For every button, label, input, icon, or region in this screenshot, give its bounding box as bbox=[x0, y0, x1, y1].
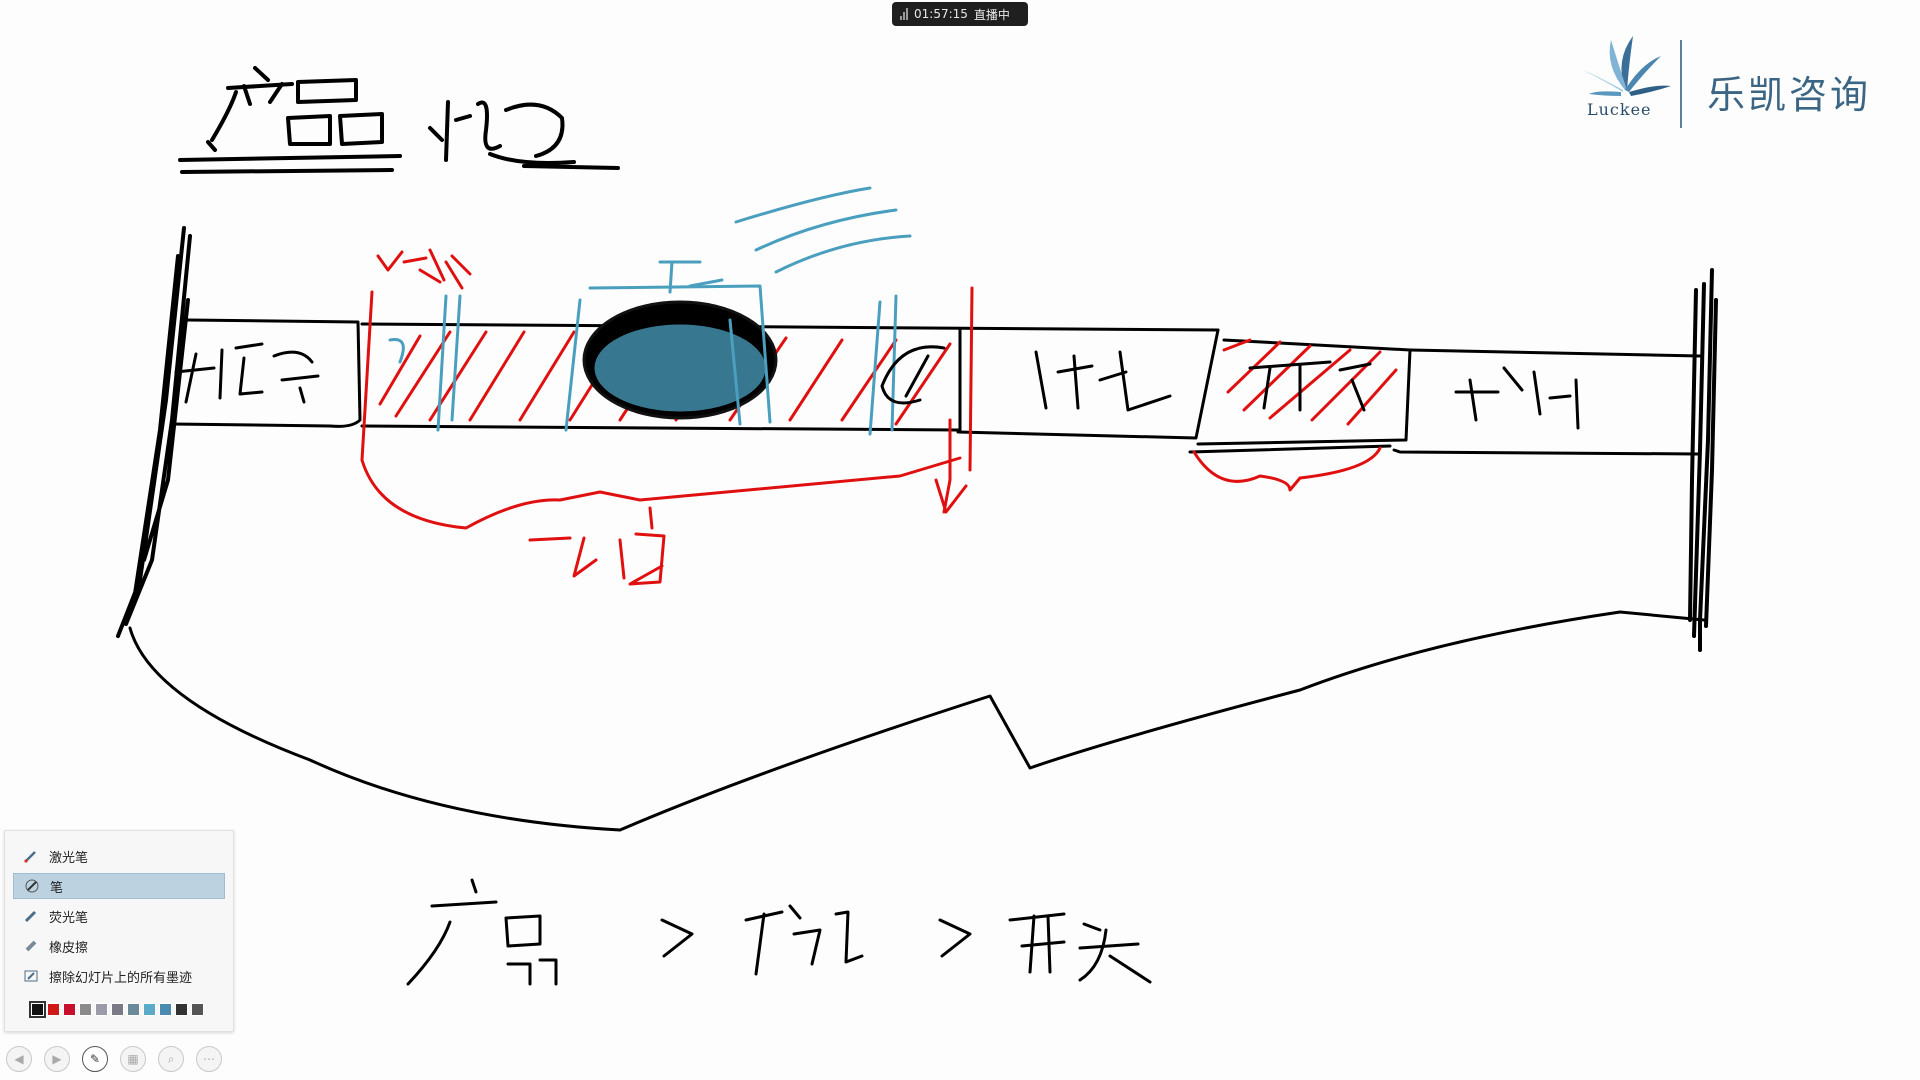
menu-item-label: 橡皮擦 bbox=[49, 940, 89, 956]
menu-item-laser-pointer[interactable]: 激光笔 bbox=[13, 843, 225, 869]
logo-divider bbox=[1680, 40, 1682, 128]
lifecycle-brace bbox=[128, 610, 1706, 832]
logo-chinese-text: 乐凯咨询 bbox=[1707, 73, 1872, 117]
color-swatch[interactable] bbox=[63, 1003, 76, 1016]
lifecycle-bar bbox=[170, 318, 1702, 456]
menu-item-eraser[interactable]: 橡皮擦 bbox=[13, 933, 225, 959]
ink-color-palette bbox=[29, 1001, 204, 1018]
right-boundary-scribble bbox=[1688, 268, 1718, 652]
development-highlight bbox=[388, 186, 912, 436]
menu-item-erase-all-ink[interactable]: 擦除幻灯片上的所有墨迹 bbox=[13, 963, 225, 989]
handwritten-phrase bbox=[406, 878, 1152, 986]
color-swatch[interactable] bbox=[159, 1003, 172, 1016]
erase-all-ink-icon bbox=[23, 968, 39, 984]
menu-item-label: 擦除幻灯片上的所有墨迹 bbox=[49, 970, 193, 986]
color-swatch[interactable] bbox=[175, 1003, 188, 1016]
pen-icon bbox=[24, 878, 40, 894]
color-swatch[interactable] bbox=[29, 1001, 46, 1018]
pen-tool-button[interactable]: ✎ bbox=[82, 1046, 108, 1072]
company-logo: Luckee 乐凯咨询 bbox=[1575, 30, 1875, 130]
next-icon: ▶ bbox=[52, 1052, 62, 1066]
bar-box-labels bbox=[174, 342, 1580, 430]
session-timer: 01:57:15 bbox=[914, 7, 968, 21]
zoom-icon: ⌕ bbox=[167, 1051, 175, 1066]
menu-item-label: 荧光笔 bbox=[49, 910, 89, 926]
milestone-mark bbox=[880, 345, 946, 405]
pen-tool-icon: ✎ bbox=[89, 1052, 101, 1066]
pen-tool-menu: 激光笔 笔 荧光笔 橡皮擦 擦除幻灯片上的所有墨迹 bbox=[4, 830, 234, 1032]
highlighter-icon bbox=[23, 908, 39, 924]
slideshow-controls: ◀ ▶ ✎ ▦ ⌕ ⋯ bbox=[6, 1046, 222, 1072]
color-swatch[interactable] bbox=[95, 1003, 108, 1016]
more-options-icon: ⋯ bbox=[203, 1052, 215, 1066]
color-swatch[interactable] bbox=[111, 1003, 124, 1016]
laser-pointer-icon bbox=[23, 848, 39, 864]
more-options-button[interactable]: ⋯ bbox=[196, 1046, 222, 1072]
color-swatch[interactable] bbox=[191, 1003, 204, 1016]
slides-grid-icon: ▦ bbox=[127, 1052, 139, 1066]
signal-icon bbox=[900, 8, 908, 20]
menu-item-label: 激光笔 bbox=[49, 850, 89, 866]
left-boundary-scribble bbox=[116, 226, 192, 638]
previous-icon: ◀ bbox=[14, 1052, 24, 1066]
menu-item-label: 笔 bbox=[50, 880, 64, 896]
color-swatch[interactable] bbox=[127, 1003, 140, 1016]
eraser-icon bbox=[23, 938, 39, 954]
logo-latin-text: Luckee bbox=[1587, 100, 1652, 119]
color-swatch[interactable] bbox=[47, 1003, 60, 1016]
live-status-bar: 01:57:15 直播中 bbox=[892, 2, 1028, 26]
color-swatch[interactable] bbox=[143, 1003, 156, 1016]
color-swatch[interactable] bbox=[79, 1003, 92, 1016]
slides-grid-button[interactable]: ▦ bbox=[120, 1046, 146, 1072]
zoom-button[interactable]: ⌕ bbox=[158, 1046, 184, 1072]
project-hatch bbox=[360, 248, 1398, 586]
previous-button[interactable]: ◀ bbox=[6, 1046, 32, 1072]
fountain-logo-icon bbox=[1583, 36, 1671, 96]
next-button[interactable]: ▶ bbox=[44, 1046, 70, 1072]
menu-item-highlighter[interactable]: 荧光笔 bbox=[13, 903, 225, 929]
handwritten-title bbox=[178, 66, 620, 174]
live-label: 直播中 bbox=[973, 7, 1010, 22]
menu-item-pen[interactable]: 笔 bbox=[13, 873, 225, 899]
